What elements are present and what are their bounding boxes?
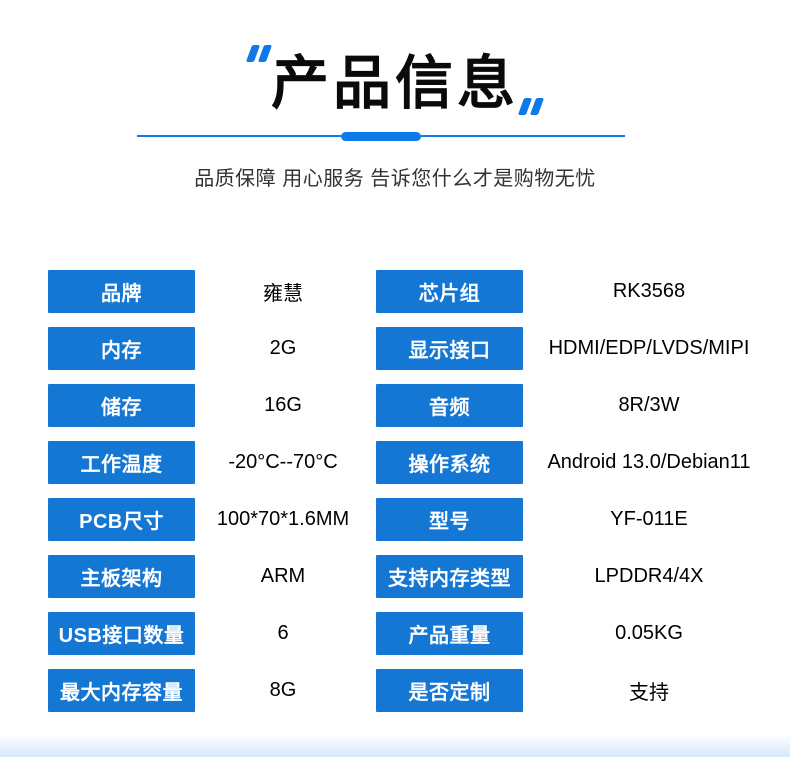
spec-value: 0.05KG: [615, 622, 683, 644]
spec-value: 8R/3W: [618, 394, 680, 416]
divider-line-left: [137, 135, 341, 137]
spec-row-arch-ramtype: 主板架构 ARM 支持内存类型 LPDDR4/4X: [0, 555, 790, 598]
spec-row-maxram-custom: 最大内存容量 8G 是否定制 支持: [0, 669, 790, 712]
spec-label: 最大内存容量: [48, 669, 195, 712]
spec-value: ARM: [260, 565, 306, 587]
spec-value: 支持: [629, 682, 669, 704]
spec-label: PCB尺寸: [48, 498, 195, 541]
spec-value: 8G: [269, 679, 297, 701]
spec-row-usb-weight: USB接口数量 6 产品重量 0.05KG: [0, 612, 790, 655]
spec-value: Android 13.0/Debian11: [547, 451, 751, 473]
spec-label: 是否定制: [376, 669, 523, 712]
header: 产品信息: [0, 42, 790, 126]
bottom-fade-decoration: [0, 735, 790, 757]
spec-value: YF-011E: [610, 508, 688, 530]
spec-row-brand-chipset: 品牌 雍慧 芯片组 RK3568: [0, 270, 790, 313]
spec-label: 工作温度: [48, 441, 195, 484]
spec-value: 2G: [269, 337, 297, 359]
spec-value: 100*70*1.6MM: [216, 508, 350, 530]
divider-line-right: [421, 135, 625, 137]
page-subtitle: 品质保障 用心服务 告诉您什么才是购物无忧: [194, 168, 596, 190]
spec-value: -20°C--70°C: [228, 451, 338, 473]
spec-value: 6: [277, 622, 289, 644]
spec-label: 内存: [48, 327, 195, 370]
spec-label: 显示接口: [376, 327, 523, 370]
spec-label: 支持内存类型: [376, 555, 523, 598]
spec-label: 型号: [376, 498, 523, 541]
spec-label: 主板架构: [48, 555, 195, 598]
title-divider: [137, 131, 625, 141]
close-quote-icon: [517, 98, 545, 115]
spec-table: 品牌 雍慧 芯片组 RK3568 内存 2G 显示接口 HDMI/EDP/LVD…: [0, 270, 790, 726]
spec-row-temp-os: 工作温度 -20°C--70°C 操作系统 Android 13.0/Debia…: [0, 441, 790, 484]
spec-label: 音频: [376, 384, 523, 427]
spec-label: 品牌: [48, 270, 195, 313]
spec-label: 产品重量: [376, 612, 523, 655]
spec-row-storage-audio: 储存 16G 音频 8R/3W: [0, 384, 790, 427]
spec-value: HDMI/EDP/LVDS/MIPI: [548, 337, 750, 359]
spec-label: 芯片组: [376, 270, 523, 313]
spec-row-pcb-model: PCB尺寸 100*70*1.6MM 型号 YF-011E: [0, 498, 790, 541]
divider-pill: [341, 131, 421, 141]
spec-label: USB接口数量: [48, 612, 195, 655]
spec-value: 16G: [264, 394, 302, 416]
spec-value: RK3568: [612, 280, 686, 302]
spec-value: LPDDR4/4X: [594, 565, 704, 587]
spec-row-memory-display: 内存 2G 显示接口 HDMI/EDP/LVDS/MIPI: [0, 327, 790, 370]
spec-label: 操作系统: [376, 441, 523, 484]
spec-value: 雍慧: [263, 283, 303, 305]
open-quote-icon: [245, 45, 273, 62]
spec-label: 储存: [48, 384, 195, 427]
page-title: 产品信息: [270, 51, 519, 116]
